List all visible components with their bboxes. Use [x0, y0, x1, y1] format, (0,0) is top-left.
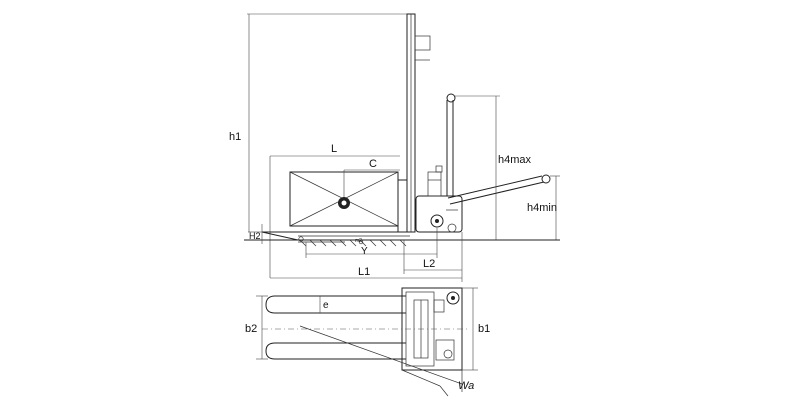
svg-text:m2: m2	[355, 238, 362, 244]
label-e: e	[323, 300, 329, 311]
fork-top-upper	[265, 295, 406, 314]
drive-wheel	[430, 214, 444, 228]
label-L: L	[331, 143, 337, 155]
battery	[427, 171, 442, 197]
label-H2: H2	[249, 231, 261, 241]
top-view: e b2 Wa b1	[245, 287, 490, 397]
label-Y: Y	[361, 246, 368, 257]
label-b1: b1	[478, 323, 490, 335]
label-h1: h1	[229, 131, 241, 143]
label-h4min: h4min	[527, 202, 557, 214]
label-Wa: Wa	[458, 380, 474, 392]
tiller-head-down	[541, 174, 551, 184]
side-view: h1 L C m2	[229, 13, 560, 282]
control-knob	[446, 291, 460, 305]
mast-top-cylinder	[414, 35, 431, 51]
fork-top-lower	[265, 342, 406, 360]
tiller-arm-down	[447, 175, 543, 199]
label-h4max: h4max	[498, 154, 532, 166]
label-C: C	[369, 158, 377, 170]
label-L1: L1	[358, 266, 370, 278]
label-b2: b2	[245, 323, 257, 335]
tiller-head-up	[446, 93, 456, 103]
label-L2: L2	[423, 258, 435, 270]
turn-radius-line	[299, 325, 463, 385]
